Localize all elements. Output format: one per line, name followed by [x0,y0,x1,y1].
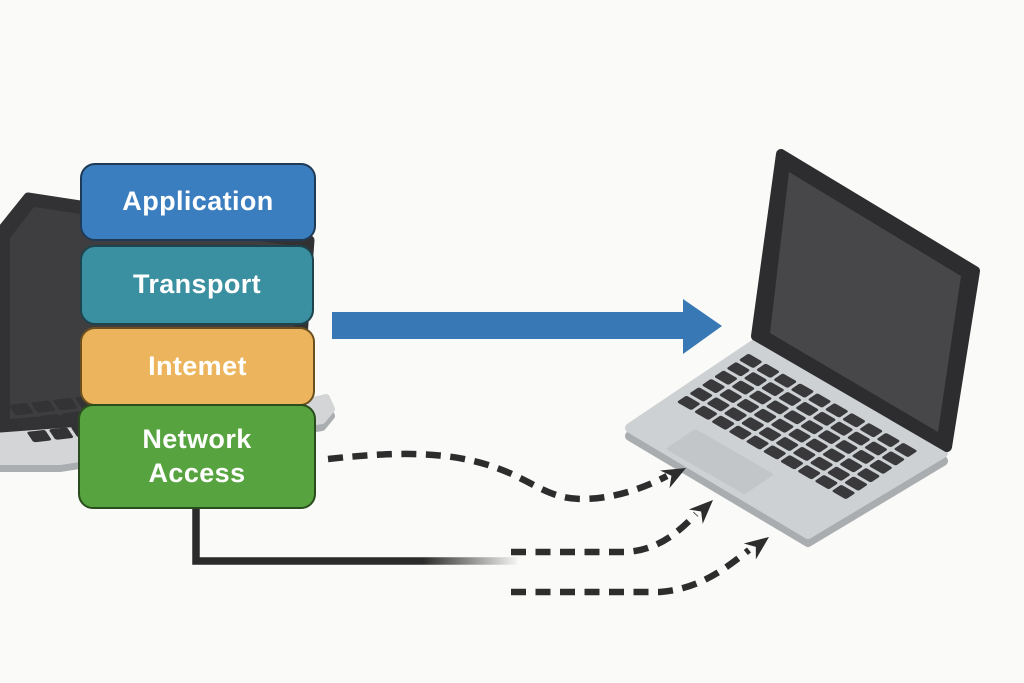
keyboard-key [749,390,772,405]
transfer-right-arrow-icon [332,299,722,354]
right-laptop-icon [625,149,980,547]
keyboard-key [761,382,784,396]
keyboard-key [808,393,831,408]
keyboard-key [744,372,767,386]
keyboard-key [842,413,866,428]
keyboard-key [739,354,762,368]
keyboard-key [877,433,900,447]
dashed-flow-arrow-top [327,450,669,503]
keyboard-key [882,451,905,466]
keyboard-key [719,389,742,403]
keyboard-key [776,437,799,451]
keyboard-key [798,465,821,479]
keyboard-key [780,455,804,470]
keyboard-key [754,409,777,423]
arrowhead-icon [743,537,769,560]
laptop-keyboard [666,354,917,499]
keyboard-key [690,387,713,402]
dashed-flow-arrow-middle [511,511,699,556]
keyboard-key [771,418,794,433]
keyboard-key [827,466,850,481]
keyboard-key [800,420,824,434]
keyboard-key [677,396,700,410]
keyboard-key [729,425,752,440]
layer-label: Network Access [142,423,252,488]
keyboard-key [810,457,833,471]
keyboard-key [847,431,870,446]
keyboard-key [830,421,853,436]
keyboard-key [702,379,725,393]
keyboard-key [774,373,797,388]
keyboard-key [53,398,78,411]
keyboard-key [840,458,863,473]
keyboard-key [857,468,880,482]
keyboard-key [31,400,56,413]
keyboard-key [818,430,841,444]
keyboard-key [736,399,760,413]
keyboard-key [766,400,789,415]
arrowhead-icon [660,468,686,489]
laptop-screen [770,172,961,432]
keyboard-key [864,441,888,456]
keyboard-key [783,410,806,425]
keyboard-key [40,414,65,427]
keyboard-key [758,427,782,441]
keyboard-key [860,423,883,437]
dashed-flows [327,450,752,596]
layer-box-application: Application [80,163,316,241]
keyboard-key [741,417,764,431]
arrowhead-icon [688,500,713,524]
layer-box-internet: Intemet [80,327,315,406]
keyboard-key [813,412,836,426]
keyboard-key [724,407,747,422]
keyboard-key [746,435,769,450]
keyboard-key [694,406,718,420]
keyboard-key [835,440,858,454]
layer-label: Application [122,186,274,217]
keyboard-key [18,416,43,429]
keyboard-key [852,450,875,464]
dashed-flow-arrowheads [660,468,769,560]
keyboard-key [825,403,848,418]
keyboard-key [49,427,74,440]
laptop-trackpad [666,429,773,494]
keyboard-key [27,430,52,443]
keyboard-key [9,403,34,416]
keyboard-key [714,370,738,385]
keyboard-key [796,402,819,416]
layer-box-transport: Transport [80,245,314,325]
keyboard-key [869,460,892,474]
keyboard-key [791,383,814,398]
layer-label: Transport [132,269,262,300]
keyboard-key [727,362,750,377]
keyboard-key [815,475,838,489]
layer-box-network-access: Network Access [78,404,316,509]
keyboard-key [763,445,786,460]
keyboard-key [822,448,846,463]
keyboard-key [805,438,828,453]
keyboard-key [894,443,917,457]
keyboard-key [844,476,868,491]
keyboard-key [788,428,811,443]
layer-label: Intemet [148,350,247,381]
keyboard-key [756,364,780,378]
dashed-flow-arrow-bottom [511,547,752,596]
physical-link-line [192,504,517,565]
keyboard-key [712,415,735,430]
keyboard-key [778,392,802,406]
keyboard-key [832,485,855,499]
keyboard-key [707,397,730,412]
keyboard-key [732,380,755,395]
keyboard-key [793,447,816,461]
